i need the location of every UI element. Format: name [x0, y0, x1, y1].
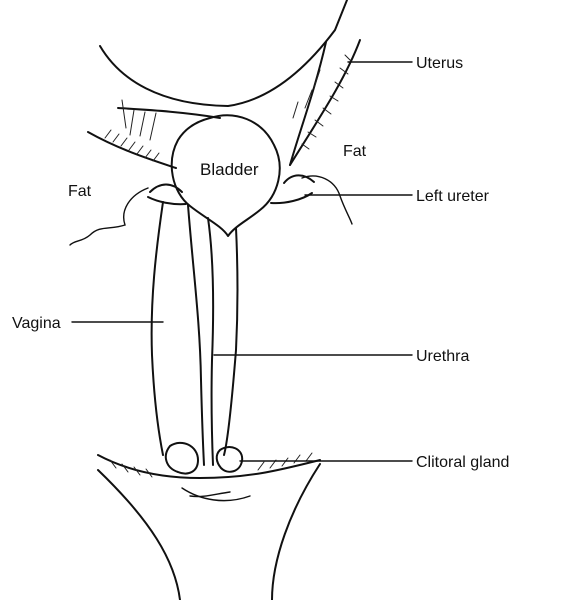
vagina-label: Vagina	[12, 315, 61, 332]
uterus-label: Uterus	[416, 55, 463, 72]
left-ureter-label: Left ureter	[416, 188, 490, 205]
urethra-label: Urethra	[416, 348, 469, 365]
clitoral-glands	[164, 441, 244, 475]
uterus-shape	[99, 0, 361, 166]
leader-lines	[71, 61, 413, 462]
fat-right-label: Fat	[343, 143, 367, 160]
fat-left-label: Fat	[68, 183, 92, 200]
clitoral-gland-label: Clitoral gland	[416, 454, 509, 471]
fat-tissue	[69, 41, 353, 246]
base-tissue	[97, 452, 321, 600]
bladder-shape	[170, 114, 281, 237]
vagina-shape	[150, 201, 205, 466]
bladder-label: Bladder	[200, 160, 259, 179]
urethra-shape	[207, 217, 239, 466]
